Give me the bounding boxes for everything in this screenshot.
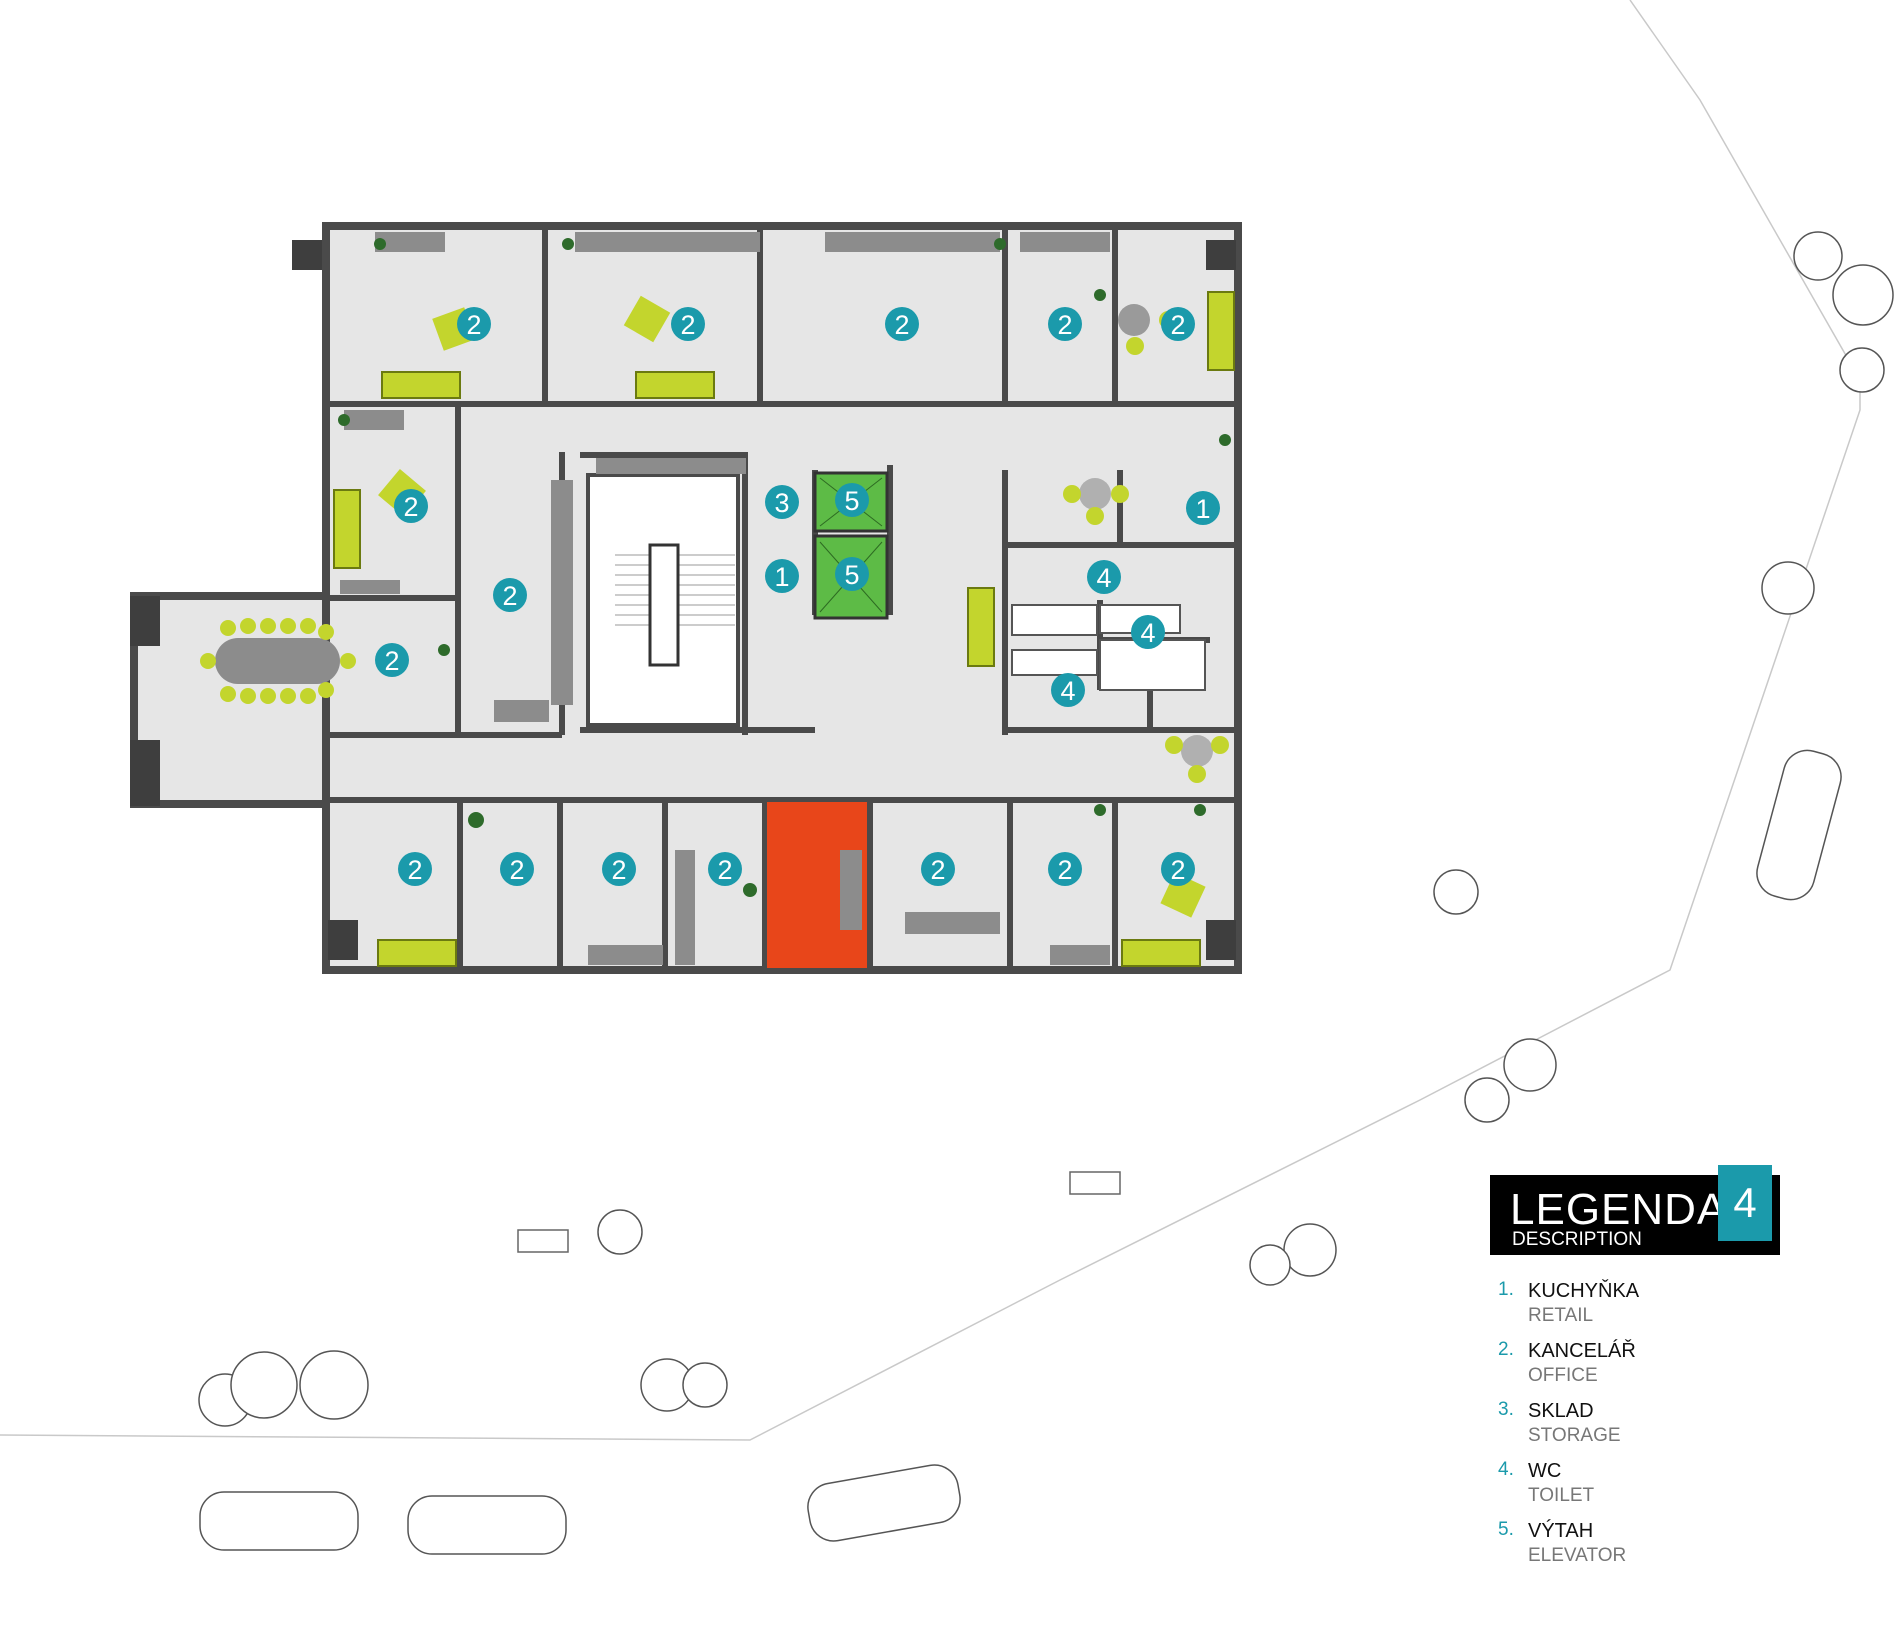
legend-item-number: 5. xyxy=(1498,1519,1514,1540)
svg-text:2: 2 xyxy=(1170,310,1185,340)
room-marker-office: 2 xyxy=(671,307,705,341)
benches xyxy=(517,1171,1121,1253)
legend-list: 1. KUCHYŇKA RETAIL 2. KANCELÁŘ OFFICE 3.… xyxy=(1490,1273,1780,1573)
svg-text:2: 2 xyxy=(894,310,909,340)
legend-subtitle: DESCRIPTION xyxy=(1512,1229,1642,1250)
parked-cars xyxy=(199,749,1842,1555)
svg-text:2: 2 xyxy=(930,855,945,885)
svg-text:2: 2 xyxy=(1057,855,1072,885)
legend-title: LEGENDA xyxy=(1510,1185,1728,1234)
room-markers: 2 2 2 2 2 2 2 2 2 2 2 2 2 2 2 2 2 2 3 5 … xyxy=(0,0,1220,886)
svg-text:4: 4 xyxy=(1060,676,1075,706)
svg-text:2: 2 xyxy=(1170,855,1185,885)
legend-item-translation: RETAIL xyxy=(1528,1305,1594,1326)
site-boundary xyxy=(0,0,1861,1441)
room-marker-office: 2 xyxy=(0,0,15,6)
legend-item-translation: OFFICE xyxy=(1528,1365,1598,1386)
svg-text:2: 2 xyxy=(466,310,481,340)
room-marker-office: 2 xyxy=(885,307,919,341)
legend-item-label: SKLAD xyxy=(1528,1400,1594,1422)
room-marker-office: 2 xyxy=(493,578,527,612)
room-marker-office: 2 xyxy=(1161,307,1195,341)
svg-text:2: 2 xyxy=(403,492,418,522)
room-marker-office: 2 xyxy=(1048,852,1082,886)
room-marker-office: 2 xyxy=(457,307,491,341)
legend-item-number: 1. xyxy=(1498,1279,1514,1300)
legend-item-translation: ELEVATOR xyxy=(1528,1545,1627,1566)
legend-item: 3. SKLAD STORAGE xyxy=(1490,1393,1780,1453)
trees xyxy=(198,231,1894,1427)
legend-item: 5. VÝTAH ELEVATOR xyxy=(1490,1513,1780,1573)
legend-item-label: WC xyxy=(1528,1460,1562,1482)
svg-text:2: 2 xyxy=(384,646,399,676)
room-marker-office: 2 xyxy=(500,852,534,886)
room-marker-office: 2 xyxy=(0,0,15,6)
svg-text:1: 1 xyxy=(774,562,789,592)
room-marker-office: 2 xyxy=(1161,852,1195,886)
legend-item-label: VÝTAH xyxy=(1528,1520,1594,1542)
svg-text:4: 4 xyxy=(1140,618,1155,648)
room-marker-elevator: 5 xyxy=(835,483,869,517)
svg-text:3: 3 xyxy=(774,488,789,518)
legend-item-number: 3. xyxy=(1498,1399,1514,1420)
elevators xyxy=(813,471,889,620)
svg-text:2: 2 xyxy=(680,310,695,340)
svg-text:2: 2 xyxy=(502,581,517,611)
room-marker-office: 2 xyxy=(921,852,955,886)
room-marker-office: 2 xyxy=(375,643,409,677)
svg-text:2: 2 xyxy=(717,855,732,885)
legend-item-label: KUCHYŇKA xyxy=(1528,1280,1640,1302)
legend-item-translation: TOILET xyxy=(1528,1485,1595,1506)
legend-header: LEGENDA DESCRIPTION 4 xyxy=(1490,1165,1780,1255)
legend-item: 4. WC TOILET xyxy=(1490,1453,1780,1513)
room-marker-office: 2 xyxy=(0,0,15,6)
legend-item-number: 2. xyxy=(1498,1339,1514,1360)
legend-item: 2. KANCELÁŘ OFFICE xyxy=(1490,1333,1780,1393)
room-marker-elevator: 5 xyxy=(835,557,869,591)
room-marker-office: 2 xyxy=(708,852,742,886)
svg-text:2: 2 xyxy=(0,0,15,6)
svg-text:5: 5 xyxy=(844,560,859,590)
svg-text:2: 2 xyxy=(0,0,15,6)
svg-text:2: 2 xyxy=(1057,310,1072,340)
legend-item-translation: STORAGE xyxy=(1528,1425,1621,1446)
furniture xyxy=(200,232,1235,967)
svg-text:5: 5 xyxy=(844,486,859,516)
svg-text:2: 2 xyxy=(0,0,15,6)
room-marker-office: 2 xyxy=(394,489,428,523)
svg-text:4: 4 xyxy=(1096,563,1111,593)
legend-item: 1. KUCHYŇKA RETAIL xyxy=(1490,1273,1780,1333)
svg-text:2: 2 xyxy=(509,855,524,885)
room-marker-kitchen: 1 xyxy=(1186,491,1220,525)
staircase xyxy=(586,473,740,727)
svg-text:2: 2 xyxy=(407,855,422,885)
room-marker-wc: 4 xyxy=(1087,560,1121,594)
potted-plants xyxy=(338,238,1231,897)
legend: LEGENDA DESCRIPTION 4 1. KUCHYŇKA RETAIL… xyxy=(1490,1165,1780,1573)
legend-item-number: 4. xyxy=(1498,1459,1514,1480)
room-marker-office: 2 xyxy=(1048,307,1082,341)
room-marker-kitchen: 1 xyxy=(765,559,799,593)
legend-item-label: KANCELÁŘ xyxy=(1528,1340,1636,1362)
building xyxy=(130,222,1242,977)
room-marker-storage: 3 xyxy=(765,485,799,519)
room-marker-office: 2 xyxy=(398,852,432,886)
svg-text:1: 1 xyxy=(1195,494,1210,524)
floor-number-badge: 4 xyxy=(1718,1165,1772,1241)
room-marker-wc: 4 xyxy=(1051,673,1085,707)
room-marker-wc: 4 xyxy=(1131,615,1165,649)
svg-text:2: 2 xyxy=(611,855,626,885)
room-marker-office: 2 xyxy=(602,852,636,886)
